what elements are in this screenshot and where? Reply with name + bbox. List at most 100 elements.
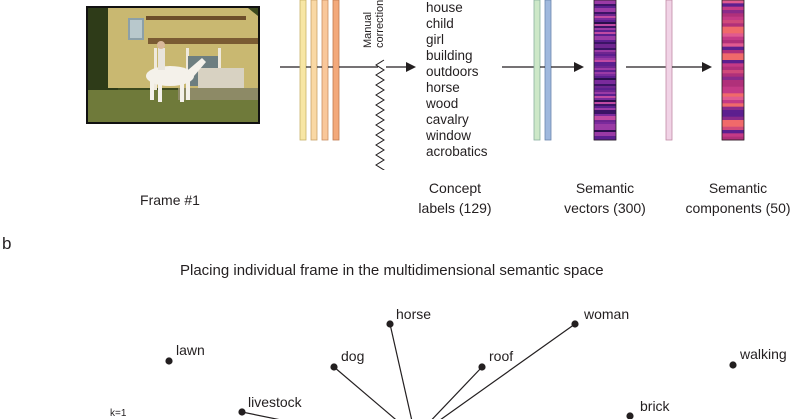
bar-stripe xyxy=(594,40,616,43)
concept-label-list: house child girl building outdoors horse… xyxy=(426,0,488,160)
bar-stripe xyxy=(722,30,744,34)
bar-stripe xyxy=(594,130,616,133)
bar-stripe xyxy=(722,123,744,128)
semantic-space-diagram xyxy=(165,320,737,419)
bar-stripe xyxy=(594,16,616,19)
bar-stripe xyxy=(594,18,616,21)
bar-stripe xyxy=(722,120,744,124)
bar-stripe xyxy=(594,90,616,93)
bar-stripe xyxy=(594,4,616,7)
bar-stripe xyxy=(594,54,616,57)
vector-layer-2 xyxy=(544,0,552,141)
node-label-livestock: livestock xyxy=(248,394,302,410)
bar-stripe xyxy=(722,33,744,38)
bar-stripe xyxy=(594,76,616,79)
bar-stripe xyxy=(594,102,616,105)
bar-stripe xyxy=(594,80,616,83)
bar-stripe xyxy=(594,14,616,17)
bar-stripe xyxy=(722,16,744,21)
bar-stripe xyxy=(594,8,616,11)
concept-layer-1 xyxy=(299,0,307,141)
stage-label-concepts: Concept labels (129) xyxy=(400,178,510,218)
node-dot-walking xyxy=(729,361,737,369)
bar-stripe xyxy=(722,13,744,18)
bar-stripe xyxy=(722,40,744,44)
bar-stripe xyxy=(594,56,616,59)
concept-label: house xyxy=(426,0,463,15)
bar-stripe xyxy=(594,32,616,35)
manual-label-line2: correction xyxy=(374,0,386,48)
concept-label: horse xyxy=(426,80,460,95)
bar-stripe xyxy=(722,10,744,14)
stage-label-vectors: Semantic vectors (300) xyxy=(550,178,660,218)
arrow-head xyxy=(574,62,584,72)
stage-label-components: Semantic components (50) xyxy=(676,178,800,218)
concept-label: window xyxy=(426,128,472,143)
bar-stripe xyxy=(722,46,744,51)
bar-stripe xyxy=(594,88,616,91)
bar-stripe xyxy=(722,96,744,101)
concept-label: girl xyxy=(426,32,445,47)
semantic-space-title: Placing individual frame in the multidim… xyxy=(180,262,604,279)
pipeline-diagram xyxy=(280,0,745,170)
semantic-vector-bar xyxy=(593,0,617,141)
bar-stripe xyxy=(722,106,744,111)
bar-stripe xyxy=(594,112,616,115)
edge-woman xyxy=(440,323,576,419)
semantic-components-bar xyxy=(721,0,745,141)
node-label-brick: brick xyxy=(640,398,670,414)
bar-stripe xyxy=(722,136,744,141)
bar-stripe xyxy=(594,138,616,141)
bar-stripe xyxy=(594,12,616,15)
node-dot-woman xyxy=(571,320,579,328)
k-label: k=1 xyxy=(110,408,127,419)
node-label-dog: dog xyxy=(341,348,365,364)
bar-stripe xyxy=(594,2,616,5)
arrow-head xyxy=(702,62,712,72)
bar-stripe xyxy=(722,110,744,114)
manual-correction-label: Manual correction xyxy=(362,0,386,48)
bar-stripe xyxy=(594,6,616,9)
node-dot-lawn xyxy=(165,357,173,365)
bar-stripe xyxy=(594,22,616,25)
node-dot-brick xyxy=(626,412,634,419)
bar-stripe xyxy=(722,80,744,84)
bar-stripe xyxy=(722,0,744,4)
stage-line1: Concept xyxy=(428,180,482,196)
frame-photo-illustration xyxy=(88,8,258,122)
video-frame-image xyxy=(86,6,260,124)
bar-stripe xyxy=(594,44,616,47)
bar-stripe xyxy=(594,84,616,87)
bar-stripe xyxy=(594,98,616,101)
bar-stripe xyxy=(594,96,616,99)
node-label-lawn: lawn xyxy=(176,342,205,358)
node-label-horse: horse xyxy=(396,306,432,322)
bar-stripe xyxy=(722,100,744,104)
bar-stripe xyxy=(594,10,616,13)
bar-stripe xyxy=(722,36,744,41)
bar-stripe xyxy=(722,20,744,24)
bar-stripe xyxy=(722,116,744,121)
bar-stripe xyxy=(722,86,744,91)
stage-line1: Semantic xyxy=(708,180,768,196)
concept-label: cavalry xyxy=(426,112,469,127)
bar-stripe xyxy=(594,20,616,23)
concept-label: child xyxy=(426,16,454,31)
bar-stripe xyxy=(722,130,744,134)
bar-stripe xyxy=(594,36,616,39)
bar-stripe xyxy=(722,90,744,94)
stage-line2: labels (129) xyxy=(418,200,492,216)
bar-stripe xyxy=(722,66,744,71)
concept-label: wood xyxy=(426,96,459,111)
concept-layer-3 xyxy=(321,0,329,141)
bar-stripe xyxy=(594,118,616,121)
bar-stripe xyxy=(594,74,616,77)
bar-stripe xyxy=(594,100,616,103)
bar-stripe xyxy=(722,83,744,88)
bar-stripe xyxy=(594,50,616,53)
bar-stripe xyxy=(594,0,616,3)
bar-stripe xyxy=(594,124,616,127)
bar-outline xyxy=(721,0,745,141)
bar-stripe xyxy=(594,46,616,49)
bar-stripe xyxy=(594,28,616,31)
